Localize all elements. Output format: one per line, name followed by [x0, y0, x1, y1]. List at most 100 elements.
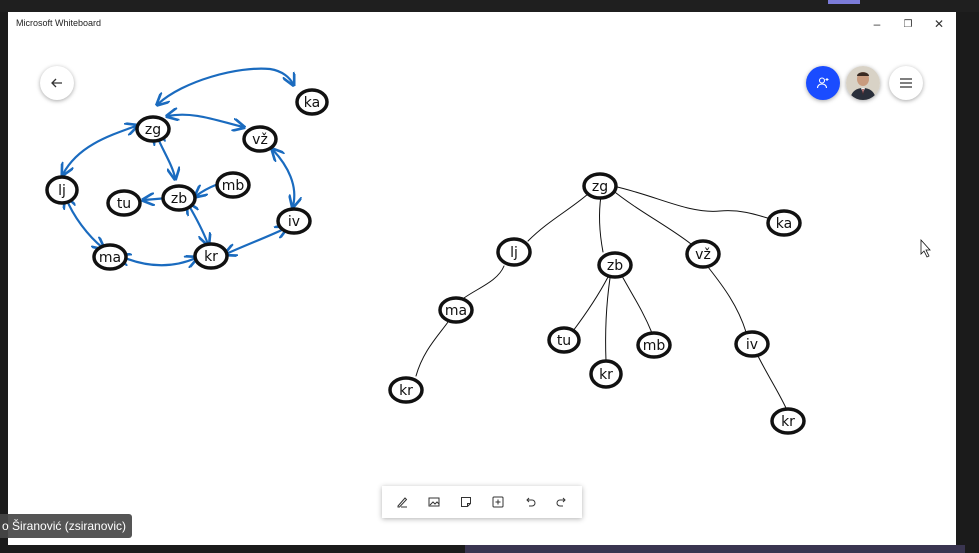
minimize-icon: – [873, 17, 881, 31]
graph-node-label: vž [252, 132, 268, 148]
graph-node-label: tu [117, 196, 131, 212]
graph-node-label: ka [304, 95, 320, 111]
tree-edge-iv-kr [757, 355, 787, 409]
tree-node-label: ma [445, 303, 467, 319]
tree-edge-zg-vz [610, 188, 692, 245]
insert-tool-button[interactable] [487, 491, 509, 513]
meeting-accent-indicator [828, 0, 860, 4]
tree-edge-zg-lj [527, 193, 589, 242]
tree-edge-lj-ma [463, 265, 505, 299]
restore-button[interactable]: ❐ [897, 15, 919, 33]
tree-edge-zb-tu [572, 276, 609, 332]
edge-mb-zb [196, 182, 220, 196]
tree-node-ma: ma [438, 296, 474, 324]
minimize-button[interactable]: – [866, 15, 888, 33]
close-button[interactable]: ✕ [928, 15, 950, 33]
tree-node-label: vž [695, 247, 711, 263]
image-icon [428, 497, 440, 507]
tree-node-label: kr [781, 414, 795, 430]
edge-zg-lj [63, 126, 136, 174]
graph-node-label: zb [171, 191, 187, 207]
graph-node-zb: zb [161, 184, 197, 212]
edge-lj-ma [66, 198, 103, 248]
close-icon: ✕ [933, 17, 945, 31]
graph-edges [63, 67, 294, 266]
tree-node-label: zg [592, 179, 608, 195]
tree-edge-ma-kr [415, 321, 449, 377]
tree-node-tu: tu [547, 326, 581, 354]
tree-node-ka: ka [766, 209, 802, 237]
user-avatar-image [846, 66, 880, 100]
graph-node-ka: ka [295, 88, 329, 116]
tree-edge-zg-ka [612, 185, 775, 221]
edge-zb-kr [188, 204, 208, 244]
arrow-left-icon [51, 78, 62, 88]
tree-node-label: zb [607, 258, 623, 274]
graph-node-zg: zg [135, 115, 171, 143]
tree-node-lj: lj [496, 237, 532, 267]
person-add-icon [816, 77, 829, 89]
tree-node-iv: iv [734, 330, 770, 358]
pen-icon [397, 497, 408, 508]
hamburger-menu-icon [900, 78, 912, 88]
graph-node-tu: tu [106, 189, 142, 217]
menu-button[interactable] [889, 66, 923, 100]
edge-ma-kr [120, 256, 196, 265]
tree-node-label: lj [510, 245, 518, 261]
edge-zg-vz [168, 115, 243, 127]
window-title: Microsoft Whiteboard [16, 18, 102, 28]
graph-node-label: kr [204, 249, 218, 265]
graph-node-label: lj [58, 183, 66, 199]
graph-node-label: iv [288, 214, 300, 230]
tree-edges [415, 185, 787, 409]
tree-node-zb: zb [597, 251, 633, 279]
tree-node-label: mb [643, 338, 666, 354]
tree-node-kr-ma: kr [388, 376, 424, 404]
meeting-bottom-strip [465, 545, 965, 553]
restore-icon: ❐ [903, 18, 913, 30]
ink-toolbar [382, 486, 582, 518]
graph-node-label: mb [222, 178, 245, 194]
tree-node-vz: vž [685, 239, 721, 269]
tree-node-label: iv [746, 337, 758, 353]
tree-node-mb: mb [636, 331, 672, 359]
undo-button[interactable] [519, 491, 541, 513]
edge-kr-iv [226, 228, 286, 254]
graph-node-lj: lj [45, 175, 79, 205]
pen-tool-button[interactable] [391, 491, 413, 513]
participant-name-tag: o Širanović (zsiranovic) [0, 514, 133, 538]
tree-edge-zg-zb [599, 195, 604, 253]
undo-icon [526, 497, 536, 507]
whiteboard-canvas[interactable]: zg ka vž lj tu zb mb iv ma kr [8, 36, 956, 545]
tree-node-label: kr [599, 367, 613, 383]
graph-node-label: zg [145, 122, 161, 138]
tree-node-label: tu [557, 333, 571, 349]
tree-node-label: ka [776, 216, 792, 232]
edge-vz-iv [273, 150, 294, 206]
tree-edge-zb-kr [605, 277, 611, 362]
tree-edge-vz-iv [707, 266, 747, 333]
note-icon [461, 497, 471, 507]
redo-button[interactable] [551, 491, 573, 513]
back-button[interactable] [40, 66, 74, 100]
mouse-cursor-icon [920, 238, 931, 258]
graph-node-kr: kr [193, 242, 229, 270]
tree-node-label: kr [399, 383, 413, 399]
avatar[interactable] [846, 66, 880, 100]
graph-node-label: ma [99, 250, 121, 266]
invite-button[interactable] [806, 66, 840, 100]
graph-node-vz: vž [242, 125, 278, 153]
title-bar: Microsoft Whiteboard – ❐ ✕ [8, 12, 956, 36]
redo-icon [556, 497, 566, 507]
tree-node-zg: zg [582, 172, 618, 200]
graph-node-mb: mb [215, 171, 251, 199]
tree-node-kr-iv: kr [770, 407, 806, 435]
tree-node-kr-zb: kr [589, 359, 623, 389]
whiteboard-window: Microsoft Whiteboard – ❐ ✕ [8, 12, 956, 545]
ink-drawing: zg ka vž lj tu zb mb iv ma kr [45, 67, 931, 435]
edge-zg-ka [158, 67, 293, 104]
image-tool-button[interactable] [423, 491, 445, 513]
graph-node-ma: ma [92, 243, 128, 271]
note-tool-button[interactable] [455, 491, 477, 513]
tree-edge-zb-mb [621, 275, 653, 334]
